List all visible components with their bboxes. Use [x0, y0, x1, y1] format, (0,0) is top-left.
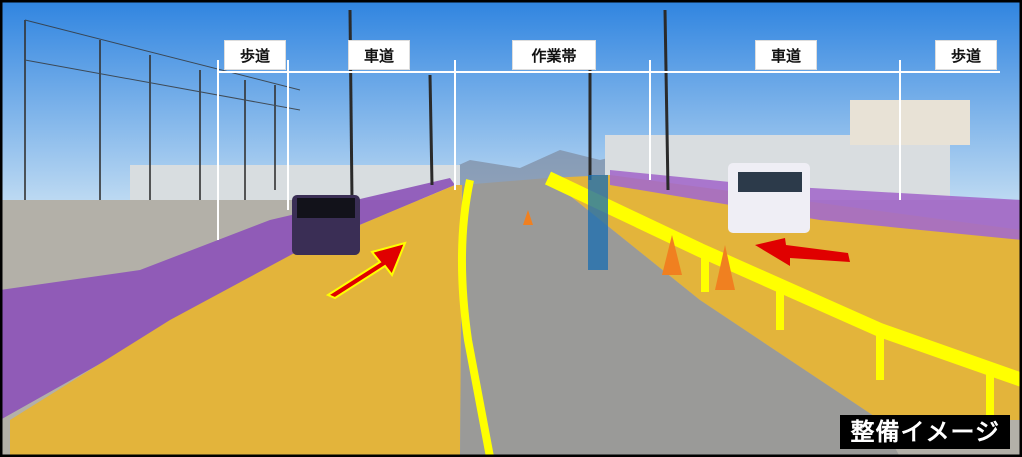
label-work-zone: 作業帯: [512, 40, 596, 70]
image-badge: 整備イメージ: [840, 415, 1010, 449]
label-roadway-right: 車道: [755, 40, 817, 70]
traffic-cones: [523, 210, 735, 290]
guardrail-posts: [701, 255, 994, 420]
label-roadway-left: 車道: [348, 40, 410, 70]
arrow-up-left: [325, 241, 407, 300]
car-left: [292, 195, 360, 255]
work-zone: [460, 178, 900, 457]
dimension-lines: [217, 60, 1000, 240]
car-right: [728, 163, 810, 233]
guardrail-right: [545, 171, 1022, 387]
sidewalk-left: [0, 178, 455, 420]
label-sidewalk-left: 歩道: [224, 40, 286, 70]
sidewalk-right: [610, 170, 1022, 240]
label-sidewalk-right: 歩道: [935, 40, 997, 70]
guardrail-left: [457, 179, 494, 457]
arrow-right: [755, 238, 850, 266]
right-house: [850, 100, 970, 145]
barrier-board: [588, 175, 608, 270]
